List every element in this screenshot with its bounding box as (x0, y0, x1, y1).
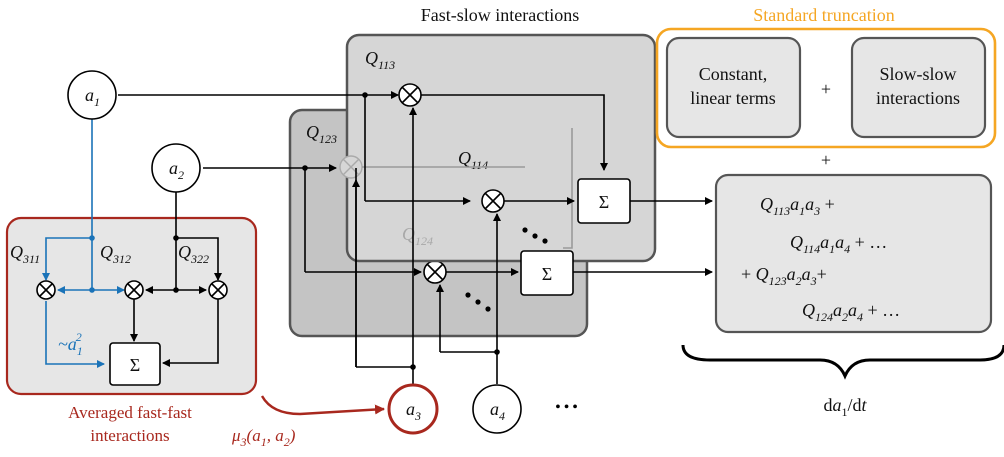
approx-a1-squared-label: ~a12 (58, 330, 83, 358)
constant-linear-line1: Constant, (699, 64, 768, 84)
output-terms-box (714, 173, 993, 334)
multiply-icon-Q113 (398, 83, 422, 107)
label-Q114: Q114 (458, 148, 488, 172)
standard-truncation-title: Standard truncation (753, 5, 894, 25)
slow-slow-box (850, 36, 987, 139)
node-ellipsis: ••• (555, 399, 581, 416)
label-Q123: Q123 (306, 122, 337, 146)
multiply-icon-Q322 (208, 280, 228, 300)
derivative-label: da1/dt (823, 395, 867, 419)
plus-truncation: + (821, 79, 831, 99)
node-a1: a1 (67, 70, 117, 120)
mu3-label: μ3(a1, a2) (231, 426, 296, 449)
edge-Q113-to-sum (421, 94, 608, 171)
fast-slow-title: Fast-slow interactions (421, 5, 579, 25)
label-Q312: Q312 (100, 242, 131, 266)
label-Q113: Q113 (365, 48, 395, 72)
node-a2: a2 (151, 143, 201, 193)
edge-Q311-to-sum (45, 301, 105, 368)
svg-text:a3: a3 (406, 399, 421, 423)
averaged-fast-fast-title-line2: interactions (90, 426, 169, 445)
output-term-line1: Q113a1a3 + (760, 194, 835, 218)
averaged-fast-fast-panel (5, 216, 258, 396)
constant-linear-line2: linear terms (690, 88, 775, 108)
sum-symbol-averaged: Σ (130, 355, 140, 375)
node-a4: a4 (472, 384, 522, 434)
multiply-icon-Q311 (36, 280, 56, 300)
plus-below-truncation: + (821, 150, 831, 170)
label-Q322: Q322 (178, 242, 209, 266)
output-term-line2: Q114a1a4 + … (790, 232, 887, 256)
output-term-line4: Q124a2a4 + … (802, 300, 900, 324)
node-a3: a3 (387, 383, 439, 435)
svg-text:a4: a4 (490, 399, 505, 423)
label-Q124: Q124 (402, 224, 433, 248)
label-Q311: Q311 (10, 242, 40, 266)
averaged-fast-fast-title-line1: Averaged fast-fast (68, 403, 192, 422)
multiply-icon-Q312 (124, 280, 144, 300)
constant-linear-box (665, 36, 802, 139)
sum-symbol-front: Σ (599, 192, 609, 212)
edge-averaged-to-a3 (260, 395, 385, 416)
output-term-line3: + Q123a2a3+ (741, 264, 827, 288)
curly-brace-icon (681, 344, 1004, 380)
multiply-icon-Q123 (339, 155, 363, 179)
sum-box-averaged (109, 342, 161, 386)
sum-symbol-back: Σ (542, 264, 552, 284)
multiply-icon-Q114 (481, 189, 505, 213)
sum-box-back (520, 250, 574, 296)
slow-slow-line1: Slow-slow (879, 64, 956, 84)
multiply-icon-Q124 (423, 260, 447, 284)
slow-slow-line2: interactions (876, 88, 960, 108)
standard-truncation-frame (655, 27, 997, 149)
svg-text:a2: a2 (169, 158, 184, 182)
svg-text:a1: a1 (85, 85, 100, 109)
